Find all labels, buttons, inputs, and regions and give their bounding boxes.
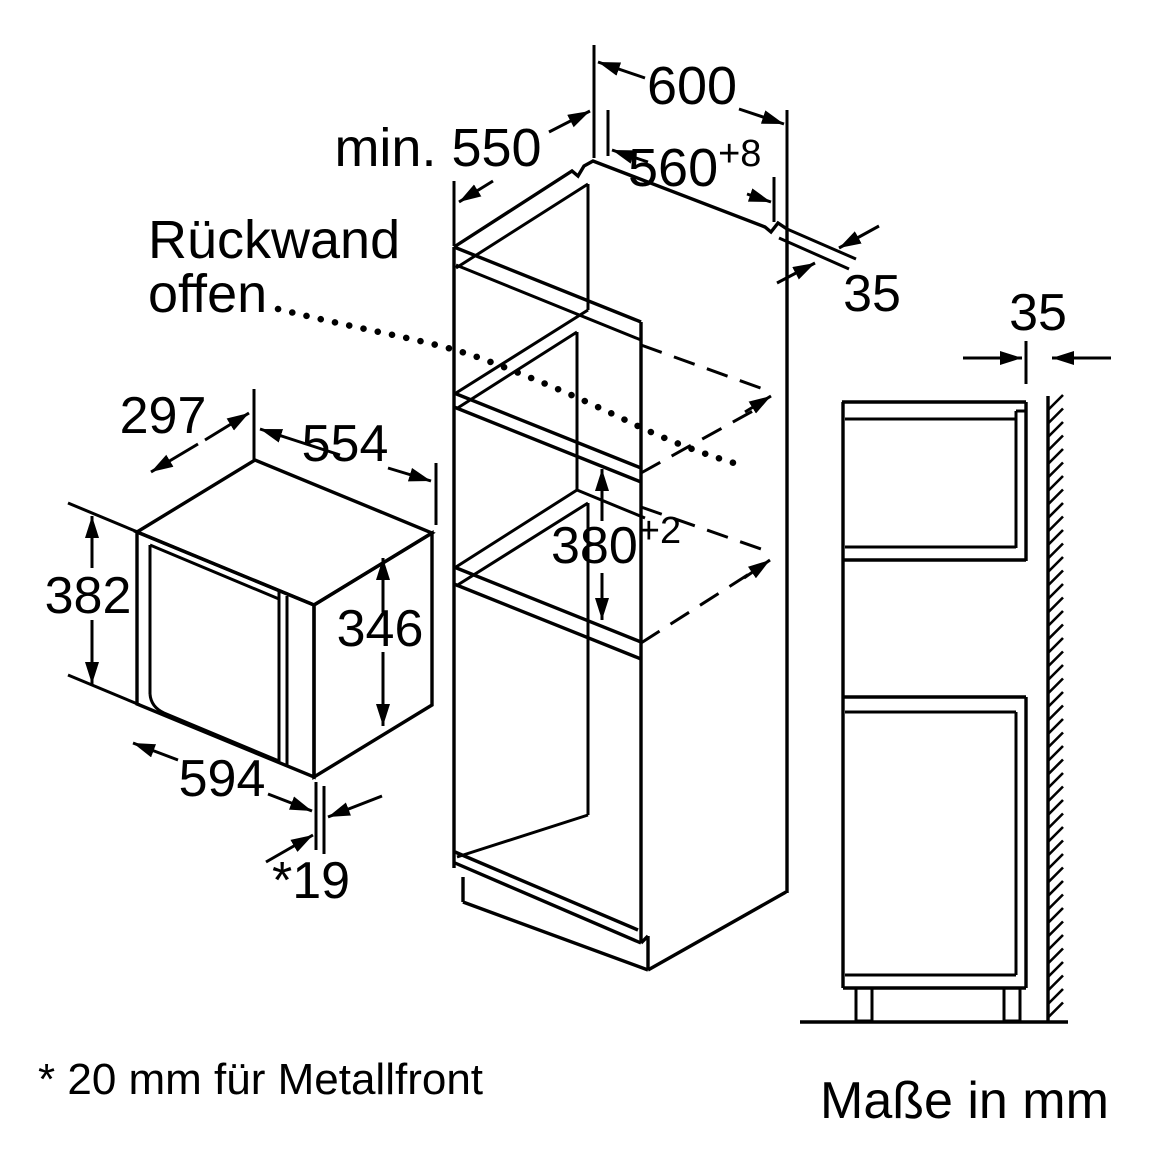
side-panel-strip-bottom [778, 236, 850, 271]
dim-550-arrow-left [458, 179, 494, 204]
rear-wall-dotted-leader [274, 305, 741, 468]
dim-label-19: *19 [272, 852, 350, 910]
sideview-leg-left [854, 988, 874, 1023]
ext-tick-top-left [67, 501, 141, 535]
dim-297-arrow-left [150, 442, 199, 474]
dim-594-arrow-right [267, 792, 313, 813]
dim-19-arrow-opposing [327, 794, 383, 819]
dim-560-value: 560 [628, 138, 718, 198]
cabinet-top-face-edges [453, 159, 788, 249]
upper-shelf-projection-line-1 [640, 343, 767, 392]
dim-label-min550: min. 550 [334, 118, 541, 178]
rear-wall-annotation: Rückwand offen [148, 210, 400, 324]
dim-label-297: 297 [120, 387, 207, 445]
top-panel-inner-line [455, 263, 642, 342]
dim-label-35-side: 35 [843, 265, 901, 323]
cabinet-isometric [452, 159, 857, 972]
dim-label-35-wall: 35 [1009, 284, 1067, 342]
lower-compartment-interior [455, 501, 590, 859]
units-note: Maße in mm [820, 1072, 1109, 1130]
door-inner-top-line [149, 543, 280, 601]
shelf-lower-front-edges [453, 565, 642, 661]
cabinet-front-top-edge [453, 245, 642, 324]
cabinet-bottom-inner-edge [454, 850, 639, 932]
dim-label-346: 346 [337, 600, 424, 658]
cabinet-dimensions: 600 560+8 min. 550 35 380+2 [334, 45, 901, 620]
dim-label-382: 382 [45, 567, 132, 625]
dim-label-554: 554 [302, 415, 389, 473]
cabinet-bottom-outer-edge [454, 861, 642, 945]
rear-wall-note-line2: offen [148, 264, 267, 324]
shelf-upper-front-edges [453, 391, 642, 484]
dim-label-560: 560+8 [628, 133, 761, 198]
dim-560-tolerance: +8 [718, 133, 761, 175]
side-panel-strip-top [786, 227, 857, 261]
lower-shelf-projection-line-1 [640, 505, 765, 552]
dim-560-arrow-left [611, 148, 649, 164]
dim-594-arrow-left [132, 741, 179, 762]
rear-wall-note-line1: Rückwand [148, 210, 400, 270]
sideview-upper-back-panel [1014, 409, 1026, 548]
wall-hatch [1047, 394, 1064, 1019]
microwave-dimensions: 297 554 382 346 594 *19 [45, 387, 438, 910]
ext-tick-bottom-left [67, 673, 141, 707]
upper-compartment-interior [455, 182, 590, 395]
dim-600-arrow-left [597, 60, 646, 80]
lower-projection-arrow [743, 558, 771, 580]
door-inner-bottom-line [148, 693, 280, 763]
dim-19-leader-arrow [265, 833, 314, 864]
cabinet-bottom-right-notch [639, 934, 650, 970]
microwave-top-face [133, 458, 436, 607]
dim-550-arrow-right [548, 109, 591, 134]
dim-label-600: 600 [647, 56, 737, 116]
dim-554-arrow-right [387, 466, 432, 483]
dim-554-arrow-left [259, 427, 341, 457]
dim-380-value: 380 [551, 517, 638, 575]
cabinet-side-view: 35 [800, 284, 1111, 1024]
sideview-lower-back-panel [845, 710, 1018, 975]
cabinet-plinth [461, 877, 649, 972]
sideview-leg-right [1002, 988, 1022, 1023]
dim-297-arrow-right [204, 411, 250, 442]
dim-label-380: 380+2 [551, 510, 681, 575]
dim-560-arrow-right [746, 188, 772, 204]
notes: * 20 mm für Metallfront Maße in mm [38, 1055, 1109, 1130]
dim-380-tolerance: +2 [638, 510, 681, 552]
upper-projection-arrow [744, 394, 772, 414]
microwave-isometric [133, 458, 436, 854]
shelf-projection-dashed [274, 305, 772, 645]
dim-label-594: 594 [179, 750, 266, 808]
dim-35-side-arrow-upper [838, 224, 880, 250]
upper-shelf-projection-line-2 [640, 405, 761, 475]
microwave-side-face [312, 529, 434, 781]
cabinet-side-bottom-edge [647, 890, 787, 972]
footnote-metal-front: * 20 mm für Metallfront [38, 1055, 483, 1104]
dim-600-arrow-right [738, 107, 785, 126]
lower-shelf-projection-line-2 [640, 565, 761, 645]
dim-35-side-arrow-lower [776, 261, 816, 285]
